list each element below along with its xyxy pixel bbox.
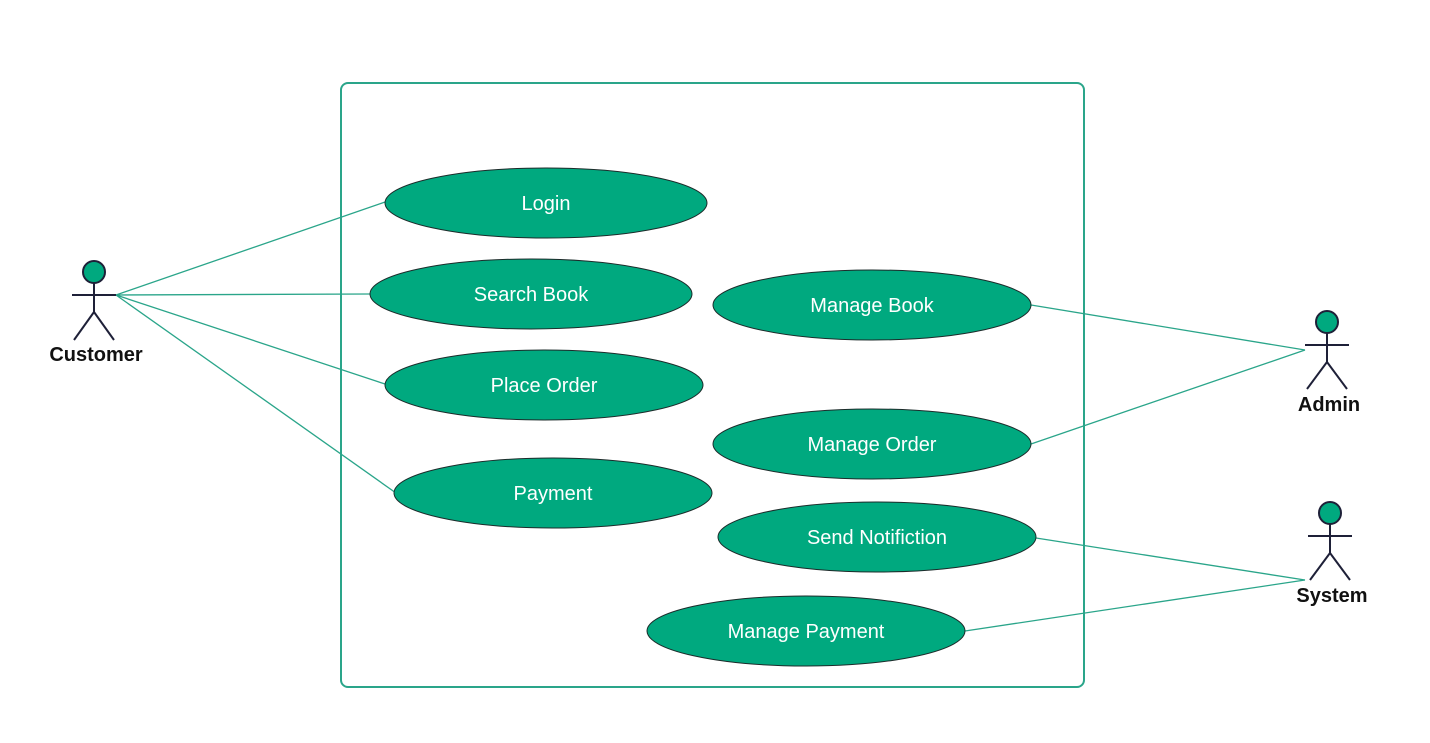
use-case-place-order-label: Place Order	[491, 375, 598, 397]
use-case-manage-payment-shape[interactable]	[646, 595, 966, 667]
actor-customer-label: Customer	[49, 344, 143, 366]
use-case-login-shape[interactable]	[384, 167, 708, 239]
use-case-manage-order[interactable]: Manage Order	[712, 408, 1032, 480]
actor-system-right-leg	[1329, 552, 1351, 581]
actor-customer[interactable]	[72, 260, 116, 341]
use-case-search-book[interactable]: Search Book	[369, 258, 693, 330]
use-case-payment-shape[interactable]	[393, 457, 713, 529]
use-case-manage-payment[interactable]: Manage Payment	[646, 595, 966, 667]
use-case-send-notification[interactable]: Send Notifiction	[717, 501, 1037, 573]
actor-admin-head	[1315, 310, 1339, 334]
use-case-manage-book-label: Manage Book	[810, 295, 934, 317]
use-case-send-notification-label: Send Notifiction	[807, 527, 947, 549]
actor-customer-left-leg	[73, 311, 95, 341]
use-case-send-notification-shape[interactable]	[717, 501, 1037, 573]
use-case-place-order[interactable]: Place Order	[384, 349, 704, 421]
actor-system-label: System	[1296, 585, 1367, 607]
association-admin-manage-order	[1030, 349, 1306, 445]
use-case-search-book-shape[interactable]	[369, 258, 693, 330]
actor-admin-left-leg	[1306, 361, 1328, 390]
use-case-login-label: Login	[522, 193, 571, 215]
actor-admin[interactable]	[1305, 310, 1349, 390]
use-case-manage-payment-label: Manage Payment	[728, 621, 885, 643]
association-customer-login	[115, 201, 386, 296]
actor-system-head	[1318, 501, 1342, 525]
association-customer-payment	[115, 294, 397, 494]
association-system-send-notification	[1035, 537, 1306, 581]
actor-admin-label: Admin	[1298, 394, 1360, 416]
association-admin-manage-book	[1030, 304, 1306, 351]
actor-system-left-leg	[1309, 552, 1331, 581]
associations	[115, 201, 1306, 632]
actor-customer-right-leg	[93, 311, 115, 341]
use-case-search-book-label: Search Book	[474, 284, 590, 306]
association-system-manage-payment	[964, 579, 1306, 632]
use-case-manage-book[interactable]: Manage Book	[712, 269, 1032, 341]
use-case-place-order-shape[interactable]	[384, 349, 704, 421]
use-case-login[interactable]: Login	[384, 167, 708, 239]
use-case-manage-order-shape[interactable]	[712, 408, 1032, 480]
use-case-manage-book-shape[interactable]	[712, 269, 1032, 341]
system-boundary	[340, 82, 1085, 688]
use-case-payment-label: Payment	[514, 483, 593, 505]
actor-admin-right-leg	[1326, 361, 1348, 390]
use-case-manage-order-label: Manage Order	[808, 434, 937, 456]
actor-customer-head	[82, 260, 106, 284]
association-customer-search-book	[115, 293, 371, 296]
association-customer-place-order	[115, 294, 386, 385]
use-case-payment[interactable]: Payment	[393, 457, 713, 529]
actor-system[interactable]	[1308, 501, 1352, 581]
